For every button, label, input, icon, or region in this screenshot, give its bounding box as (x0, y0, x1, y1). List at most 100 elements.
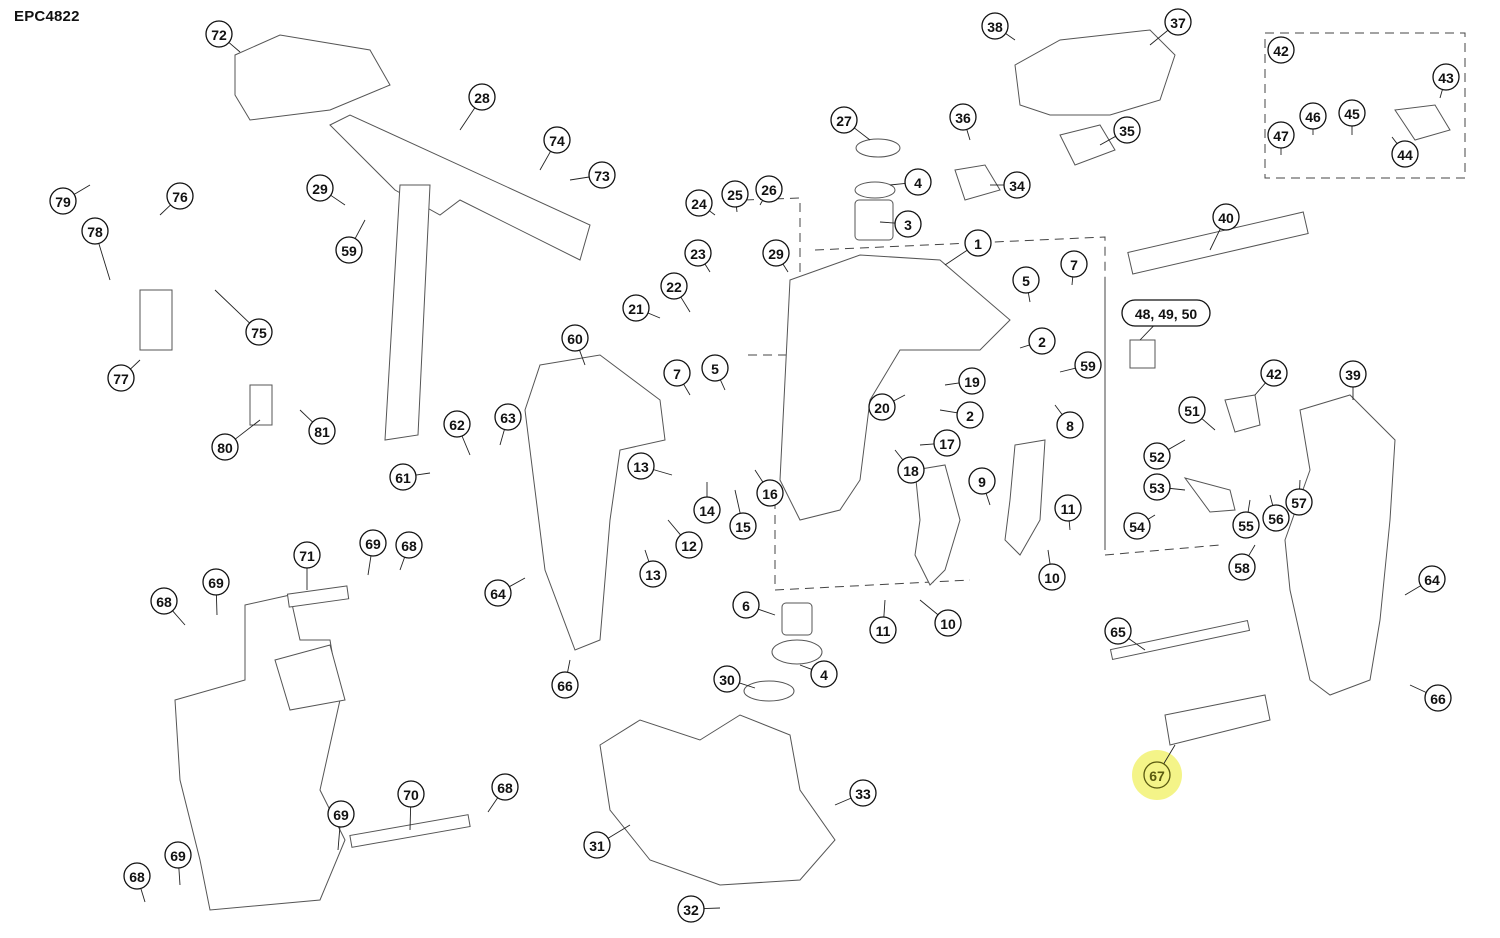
callout-71[interactable]: 71 (293, 541, 321, 590)
callout-34[interactable]: 34 (990, 171, 1031, 199)
callout-61[interactable]: 61 (389, 463, 431, 491)
callout-28[interactable]: 28 (459, 83, 496, 131)
callout-66[interactable]: 66 (551, 659, 579, 699)
callout-bubble (1178, 396, 1206, 424)
callout-60[interactable]: 60 (561, 324, 589, 366)
callout-59[interactable]: 59 (335, 219, 366, 264)
callout-56[interactable]: 56 (1262, 494, 1290, 532)
callout-38[interactable]: 38 (981, 12, 1016, 41)
callout-24[interactable]: 24 (685, 189, 716, 217)
callout-64[interactable]: 64 (484, 577, 526, 607)
callout-16[interactable]: 16 (754, 469, 784, 507)
callout-13[interactable]: 13 (639, 549, 667, 588)
part-42-switch (1224, 394, 1261, 433)
callout-10[interactable]: 10 (919, 599, 962, 637)
callout-81[interactable]: 81 (299, 409, 336, 445)
callout-17[interactable]: 17 (919, 429, 961, 457)
callout-44[interactable]: 44 (1391, 136, 1419, 168)
callout-62[interactable]: 62 (443, 410, 471, 456)
callout-25[interactable]: 25 (721, 180, 749, 213)
callout-22[interactable]: 22 (660, 272, 691, 313)
callout-54[interactable]: 54 (1123, 512, 1156, 540)
callout-63[interactable]: 63 (494, 403, 522, 446)
callout-21[interactable]: 21 (622, 294, 661, 322)
callout-5[interactable]: 5 (701, 354, 729, 391)
callout-69[interactable]: 69 (164, 841, 192, 886)
callout-45[interactable]: 45 (1338, 99, 1366, 135)
callout-15[interactable]: 15 (729, 489, 757, 540)
callout-73[interactable]: 73 (569, 161, 616, 189)
callout-43[interactable]: 43 (1432, 63, 1460, 99)
callout-69[interactable]: 69 (359, 529, 387, 576)
callout-1[interactable]: 1 (944, 229, 992, 266)
callout-13[interactable]: 13 (627, 452, 673, 480)
callout-label: 16 (762, 486, 778, 502)
callout-8[interactable]: 8 (1054, 404, 1084, 439)
callout-68[interactable]: 68 (123, 862, 151, 903)
callout-77[interactable]: 77 (107, 359, 141, 392)
callout-59[interactable]: 59 (1059, 351, 1102, 379)
callout-74[interactable]: 74 (539, 126, 571, 171)
callout-75[interactable]: 75 (214, 289, 273, 346)
callout-29[interactable]: 29 (306, 174, 346, 206)
callout-4[interactable]: 4 (889, 168, 932, 196)
callout-7[interactable]: 7 (1060, 250, 1088, 286)
callout-79[interactable]: 79 (49, 184, 91, 215)
callout-42[interactable]: 42 (1267, 36, 1295, 64)
callout-80[interactable]: 80 (211, 419, 261, 461)
callout-42[interactable]: 42 (1254, 359, 1288, 396)
callout-68[interactable]: 68 (150, 587, 186, 626)
callout-6[interactable]: 6 (732, 591, 776, 619)
callout-27[interactable]: 27 (830, 106, 871, 141)
callout-35[interactable]: 35 (1099, 116, 1141, 146)
callout-18[interactable]: 18 (894, 449, 925, 484)
callout-4[interactable]: 4 (799, 660, 838, 688)
callout-57[interactable]: 57 (1285, 479, 1313, 516)
callout-5[interactable]: 5 (1012, 266, 1040, 303)
callout-66[interactable]: 66 (1409, 684, 1452, 712)
callout-26[interactable]: 26 (755, 175, 783, 206)
callout-19[interactable]: 19 (944, 367, 986, 395)
callout-67[interactable]: 67 (1143, 744, 1176, 789)
callout-46[interactable]: 46 (1299, 102, 1327, 135)
callout-65[interactable]: 65 (1104, 617, 1146, 651)
callout-40[interactable]: 40 (1209, 203, 1240, 251)
callout-78[interactable]: 78 (81, 217, 111, 281)
callout-36[interactable]: 36 (949, 103, 977, 141)
callout-11[interactable]: 11 (869, 599, 897, 644)
callout-69[interactable]: 69 (327, 800, 355, 851)
callout-76[interactable]: 76 (159, 182, 194, 216)
callout-bubble (868, 393, 896, 421)
callout-14[interactable]: 14 (693, 482, 721, 524)
callout-52[interactable]: 52 (1143, 439, 1186, 470)
callout-32[interactable]: 32 (677, 895, 721, 923)
callout-53[interactable]: 53 (1143, 473, 1186, 501)
callout-10[interactable]: 10 (1038, 549, 1066, 591)
callout-9[interactable]: 9 (968, 467, 996, 506)
callout-37[interactable]: 37 (1149, 8, 1192, 46)
callout-72[interactable]: 72 (205, 20, 241, 53)
callout-7[interactable]: 7 (663, 359, 691, 396)
callout-3[interactable]: 3 (879, 210, 922, 238)
callout-69[interactable]: 69 (202, 568, 230, 616)
callout-51[interactable]: 51 (1178, 396, 1216, 431)
callout-39[interactable]: 39 (1339, 360, 1367, 400)
callout-33[interactable]: 33 (834, 779, 877, 807)
callout-12[interactable]: 12 (667, 519, 703, 559)
callout-2[interactable]: 2 (1019, 327, 1056, 355)
callout-20[interactable]: 20 (868, 393, 906, 421)
callout-30[interactable]: 30 (713, 665, 756, 693)
callout-68[interactable]: 68 (395, 531, 423, 571)
callout-23[interactable]: 23 (684, 239, 712, 273)
callout-11[interactable]: 11 (1054, 494, 1082, 531)
callout-64[interactable]: 64 (1404, 565, 1446, 596)
callout-2[interactable]: 2 (939, 401, 984, 429)
callout-55[interactable]: 55 (1232, 499, 1260, 539)
callout-47[interactable]: 47 (1267, 121, 1295, 155)
callout-48-49-50[interactable]: 48, 49, 50 (1121, 299, 1211, 341)
callout-70[interactable]: 70 (397, 780, 425, 831)
callout-58[interactable]: 58 (1228, 544, 1256, 581)
callout-31[interactable]: 31 (583, 824, 631, 859)
callout-68[interactable]: 68 (487, 773, 519, 813)
callout-29[interactable]: 29 (762, 239, 790, 273)
